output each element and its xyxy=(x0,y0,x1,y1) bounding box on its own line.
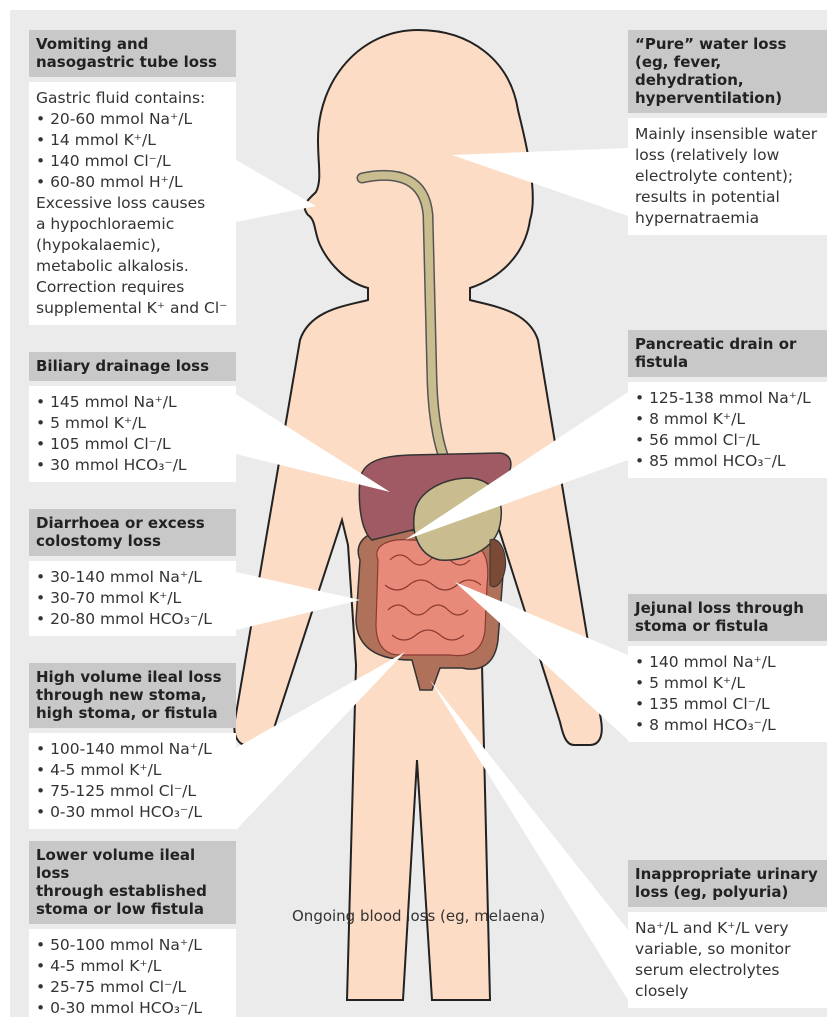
callout-header: Vomiting and nasogastric tube loss xyxy=(29,30,236,77)
header-line: Biliary drainage loss xyxy=(36,357,229,375)
body-line: variable, so monitor xyxy=(635,939,820,960)
body-line: Mainly insensible water xyxy=(635,124,820,145)
body-line: • 85 mmol HCO₃⁻/L xyxy=(635,451,820,472)
header-line: colostomy loss xyxy=(36,532,229,550)
callout-pancreatic: Pancreatic drain or fistula • 125-138 mm… xyxy=(628,330,827,478)
body-line: • 8 mmol HCO₃⁻/L xyxy=(635,715,820,736)
body-line: • 50-100 mmol Na⁺/L xyxy=(36,935,229,956)
header-line: stoma or low fistula xyxy=(36,900,229,918)
body-line: • 0-30 mmol HCO₃⁻/L xyxy=(36,802,229,823)
body-line: supplemental K⁺ and Cl⁻ xyxy=(36,298,229,319)
callout-jejunal: Jejunal loss through stoma or fistula • … xyxy=(628,594,827,742)
callout-urinary: Inappropriate urinary loss (eg, polyuria… xyxy=(628,860,827,1008)
header-line: Inappropriate urinary xyxy=(635,865,820,883)
callout-body: • 100-140 mmol Na⁺/L • 4-5 mmol K⁺/L • 7… xyxy=(29,733,236,829)
body-line: • 20-80 mmol HCO₃⁻/L xyxy=(36,609,229,630)
callout-header: “Pure” water loss (eg, fever, dehydratio… xyxy=(628,30,827,113)
body-line: • 75-125 mmol Cl⁻/L xyxy=(36,781,229,802)
body-line: • 140 mmol Na⁺/L xyxy=(635,652,820,673)
header-line: Lower volume ileal loss xyxy=(36,846,229,882)
callout-body: • 30-140 mmol Na⁺/L • 30-70 mmol K⁺/L • … xyxy=(29,561,236,636)
body-line: • 4-5 mmol K⁺/L xyxy=(36,956,229,977)
body-line: • 8 mmol K⁺/L xyxy=(635,409,820,430)
header-line: (eg, fever, dehydration, xyxy=(635,53,820,89)
body-line: • 135 mmol Cl⁻/L xyxy=(635,694,820,715)
body-line: • 105 mmol Cl⁻/L xyxy=(36,434,229,455)
body-line: serum electrolytes xyxy=(635,960,820,981)
callout-header: High volume ileal loss through new stoma… xyxy=(29,663,236,728)
body-line: • 30 mmol HCO₃⁻/L xyxy=(36,455,229,476)
body-line: • 30-70 mmol K⁺/L xyxy=(36,588,229,609)
callout-header: Biliary drainage loss xyxy=(29,352,236,381)
header-line: High volume ileal loss xyxy=(36,668,229,686)
body-line: • 4-5 mmol K⁺/L xyxy=(36,760,229,781)
callout-diarrhoea: Diarrhoea or excess colostomy loss • 30-… xyxy=(29,509,236,636)
body-line: metabolic alkalosis. xyxy=(36,256,229,277)
callout-body: Na⁺/L and K⁺/L very variable, so monitor… xyxy=(628,912,827,1008)
header-line: “Pure” water loss xyxy=(635,35,820,53)
body-line: closely xyxy=(635,981,820,1002)
header-line: fistula xyxy=(635,353,820,371)
callout-body: • 125-138 mmol Na⁺/L • 8 mmol K⁺/L • 56 … xyxy=(628,382,827,478)
callout-pure-water: “Pure” water loss (eg, fever, dehydratio… xyxy=(628,30,827,235)
wedge-vomiting xyxy=(236,160,316,222)
body-line: • 5 mmol K⁺/L xyxy=(635,673,820,694)
body-line: a hypochloraemic xyxy=(36,214,229,235)
header-line: Jejunal loss through xyxy=(635,599,820,617)
callout-vomiting: Vomiting and nasogastric tube loss Gastr… xyxy=(29,30,236,325)
header-line: through new stoma, xyxy=(36,686,229,704)
body-line: Excessive loss causes xyxy=(36,193,229,214)
body-line: • 125-138 mmol Na⁺/L xyxy=(635,388,820,409)
body-line: • 60-80 mmol H⁺/L xyxy=(36,172,229,193)
body-line: Correction requires xyxy=(36,277,229,298)
body-line: • 14 mmol K⁺/L xyxy=(36,130,229,151)
body-line: (hypokalaemic), xyxy=(36,235,229,256)
callout-header: Pancreatic drain or fistula xyxy=(628,330,827,377)
header-line: high stoma, or fistula xyxy=(36,704,229,722)
header-line: loss (eg, polyuria) xyxy=(635,883,820,901)
body-line: Gastric fluid contains: xyxy=(36,88,229,109)
callout-body: • 140 mmol Na⁺/L • 5 mmol K⁺/L • 135 mmo… xyxy=(628,646,827,742)
callout-header: Inappropriate urinary loss (eg, polyuria… xyxy=(628,860,827,907)
callout-body: Mainly insensible water loss (relatively… xyxy=(628,118,827,235)
body-line: loss (relatively low xyxy=(635,145,820,166)
body-line: hypernatraemia xyxy=(635,208,820,229)
header-line: Vomiting and xyxy=(36,35,229,53)
header-line: nasogastric tube loss xyxy=(36,53,229,71)
blood-loss-caption: Ongoing blood loss (eg, melaena) xyxy=(292,907,545,925)
callout-header: Diarrhoea or excess colostomy loss xyxy=(29,509,236,556)
callout-header: Lower volume ileal loss through establis… xyxy=(29,841,236,924)
body-line: • 20-60 mmol Na⁺/L xyxy=(36,109,229,130)
callout-low-ileal: Lower volume ileal loss through establis… xyxy=(29,841,236,1025)
body-line: • 140 mmol Cl⁻/L xyxy=(36,151,229,172)
body-line: • 56 mmol Cl⁻/L xyxy=(635,430,820,451)
body-line: • 25-75 mmol Cl⁻/L xyxy=(36,977,229,998)
body-line: • 100-140 mmol Na⁺/L xyxy=(36,739,229,760)
body-line: • 5 mmol K⁺/L xyxy=(36,413,229,434)
header-line: hyperventilation) xyxy=(635,89,820,107)
body-line: • 0-30 mmol HCO₃⁻/L xyxy=(36,998,229,1019)
header-line: Diarrhoea or excess xyxy=(36,514,229,532)
callout-body: Gastric fluid contains: • 20-60 mmol Na⁺… xyxy=(29,82,236,325)
body-line: • 145 mmol Na⁺/L xyxy=(36,392,229,413)
body-line: results in potential xyxy=(635,187,820,208)
body-line: Na⁺/L and K⁺/L very xyxy=(635,918,820,939)
header-line: stoma or fistula xyxy=(635,617,820,635)
body-line: electrolyte content); xyxy=(635,166,820,187)
callout-body: • 145 mmol Na⁺/L • 5 mmol K⁺/L • 105 mmo… xyxy=(29,386,236,482)
callout-biliary: Biliary drainage loss • 145 mmol Na⁺/L •… xyxy=(29,352,236,482)
callout-high-ileal: High volume ileal loss through new stoma… xyxy=(29,663,236,829)
body-line: • 30-140 mmol Na⁺/L xyxy=(36,567,229,588)
header-line: through established xyxy=(36,882,229,900)
callout-body: • 50-100 mmol Na⁺/L • 4-5 mmol K⁺/L • 25… xyxy=(29,929,236,1025)
callout-header: Jejunal loss through stoma or fistula xyxy=(628,594,827,641)
header-line: Pancreatic drain or xyxy=(635,335,820,353)
